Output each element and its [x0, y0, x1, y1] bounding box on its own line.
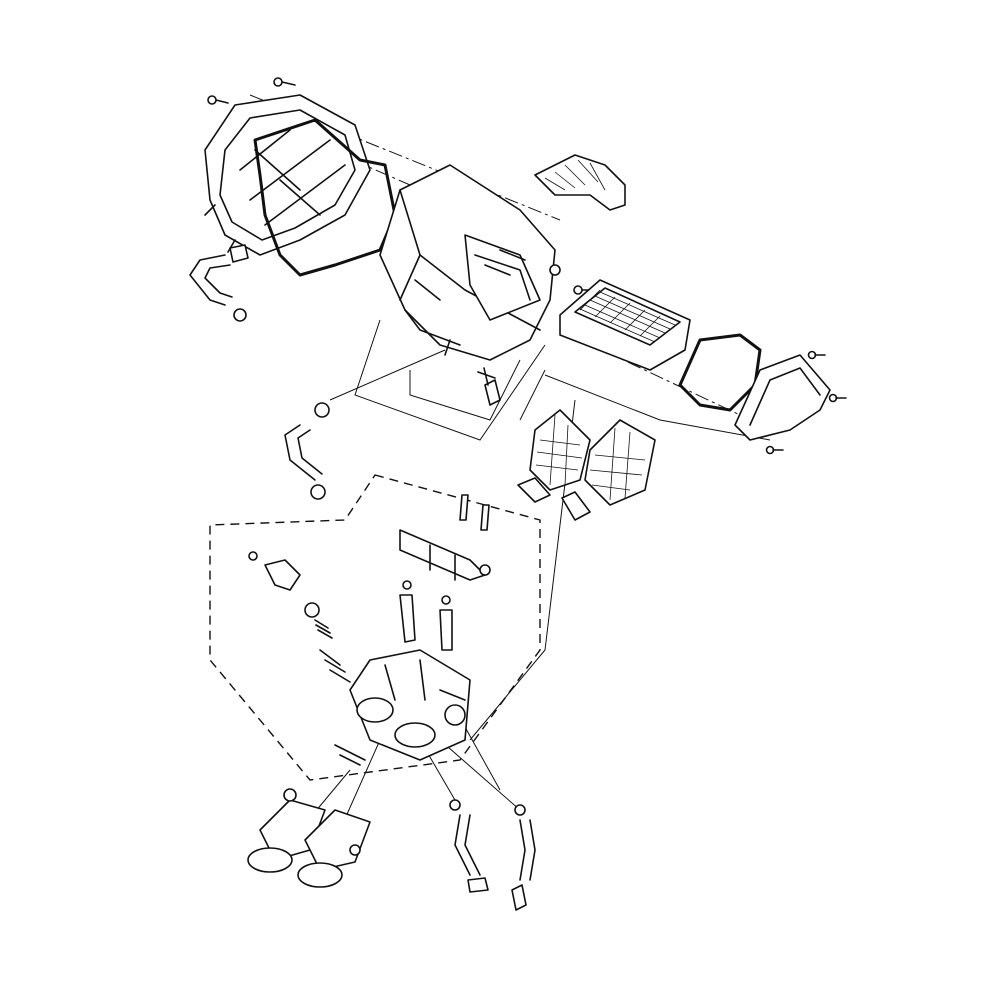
velocity-stacks [517, 409, 656, 521]
airbox-body [379, 164, 561, 361]
intake-snorkel [534, 154, 626, 211]
fuel-rail [399, 494, 491, 581]
drain-plug [477, 367, 501, 406]
breather-hose-left [284, 402, 330, 500]
intake-boots [247, 788, 371, 888]
fuel-injectors [399, 580, 453, 651]
air-filter-element [559, 279, 691, 371]
bolts-top [207, 77, 296, 105]
airbox-cover-gasket [253, 118, 397, 277]
filter-cover-gasket [678, 333, 762, 412]
subassembly-boundary [209, 474, 541, 781]
airbox-cover [204, 94, 371, 256]
breather-hose-upper [189, 244, 249, 322]
throttle-body [334, 649, 471, 766]
vacuum-hoses-bottom [449, 799, 536, 911]
filter-cover [734, 350, 847, 455]
throttle-sensor-parts [248, 551, 351, 683]
